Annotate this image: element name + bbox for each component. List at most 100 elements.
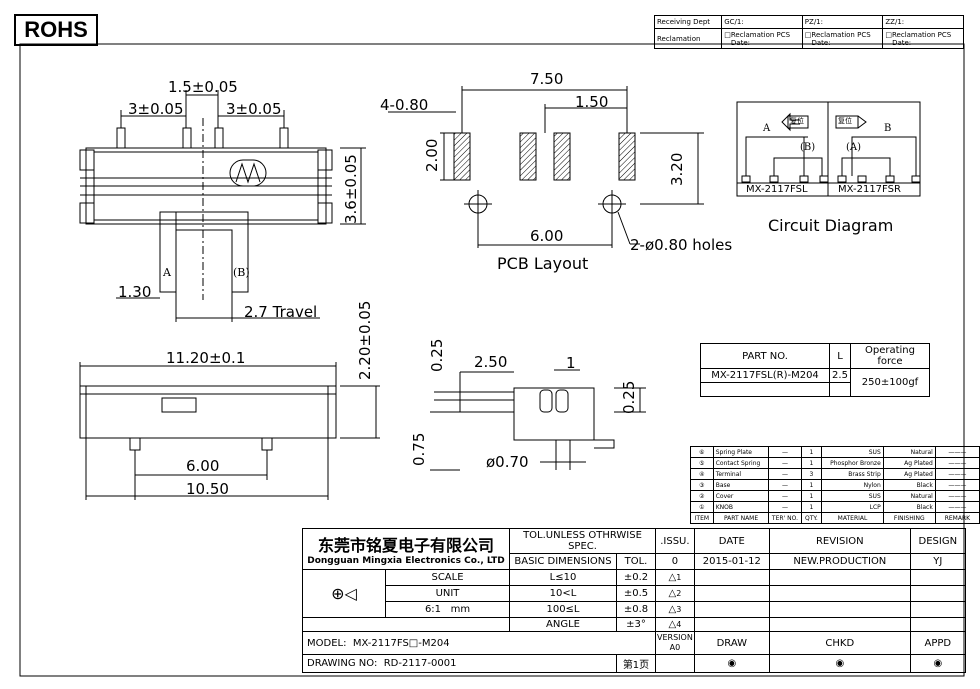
bom-cell: Brass Strip [821, 468, 884, 480]
pcb-dim-480: 4-0.80 [380, 96, 429, 114]
bom-cell: 1 [800, 446, 823, 458]
bom-h-mat: MATERIAL [821, 512, 884, 524]
bom-cell: — [768, 479, 802, 491]
tol-row1-range: L≤10 [509, 569, 617, 586]
end-dim-025b: 0.25 [620, 380, 638, 414]
bom-cell: ——— [934, 490, 980, 502]
tol-row3-range: 100≤L [509, 601, 617, 618]
side-dim-600: 6.00 [186, 457, 220, 475]
bom-cell: ④ [690, 468, 714, 480]
bom-cell: ——— [934, 501, 980, 513]
bom-cell: — [768, 446, 802, 458]
bom-h-rem: REMARK [934, 512, 980, 524]
title-block: 东莞市铭夏电子有限公司 Dongguan Mingxia Electronics… [302, 528, 966, 673]
bom-h-qty: QTY. [800, 512, 823, 524]
pcb-dim-600: 6.00 [530, 227, 564, 245]
end-dim-025a: 0.25 [428, 338, 446, 372]
bom-cell: ⑤ [690, 457, 714, 469]
rohs-badge: ROHS [14, 14, 98, 46]
circuit-title: Circuit Diagram [768, 216, 894, 235]
end-dim-075: 0.75 [410, 432, 428, 466]
bom-cell: ① [690, 501, 714, 513]
reset-left: 复位 [790, 117, 804, 125]
dim-3-right: 3±0.05 [226, 100, 282, 118]
design-value: YJ [909, 553, 966, 570]
chkd-stamp: ◉ [768, 654, 911, 673]
circuit-right-label: MX-2117FSR [838, 184, 901, 195]
part-table: PART NO. L Operating force MX-2117FSL(R)… [700, 343, 930, 397]
circuit-b: (B) [800, 142, 816, 153]
bom-cell: — [768, 468, 802, 480]
bom-cell: Nylon [821, 479, 884, 491]
part-no-header: PART NO. [700, 343, 830, 369]
bom-cell: 1 [800, 457, 823, 469]
side-dim-220: 2.20±0.05 [356, 300, 374, 380]
pcb-title: PCB Layout [497, 254, 589, 273]
force-header: Operating force [850, 343, 930, 369]
rev-header: REVISION [768, 528, 911, 554]
bom-cell: Contact Spring [712, 457, 770, 469]
dim-1-30: 1.30 [118, 283, 152, 301]
tol-row2-range: 10<L [509, 585, 617, 602]
pcb-dim-150: 1.50 [575, 93, 609, 111]
bom-cell: KNOB [712, 501, 770, 513]
tol-row4-range: ANGLE [509, 617, 617, 632]
company-en: Dongguan Mingxia Electronics Co., LTD [307, 556, 505, 566]
bom-cell: 3 [800, 468, 823, 480]
bom-h-ter: TER' NO. [768, 512, 802, 524]
part-no: MX-2117FSL(R)-M204 [700, 368, 830, 383]
bom-cell: Terminal [712, 468, 770, 480]
bom-cell: Black [882, 479, 936, 491]
bom-cell: Natural [882, 490, 936, 502]
bom-cell: ——— [934, 446, 980, 458]
tri-2: △2 [655, 585, 695, 602]
tol-row2-val: ±0.5 [616, 585, 656, 602]
pcb-dim-200: 2.00 [423, 138, 441, 172]
mark-a: A [163, 266, 171, 279]
tri-1: △1 [655, 569, 695, 586]
rev-value: NEW.PRODUCTION [768, 553, 911, 570]
mark-b: (B) [233, 266, 250, 279]
bom-cell: Cover [712, 490, 770, 502]
end-dim-1: 1 [566, 354, 576, 372]
appd-stamp: ◉ [909, 654, 966, 673]
bom-cell: Base [712, 479, 770, 491]
bom-cell: — [768, 501, 802, 513]
bom-cell: SUS [821, 490, 884, 502]
bom-cell: LCP [821, 501, 884, 513]
circuit-left-label: MX-2117FSL [746, 184, 808, 195]
tri-4: △4 [655, 617, 695, 632]
bom-cell: SUS [821, 446, 884, 458]
circuit-a2: (A) [846, 142, 862, 153]
bom-cell: ③ [690, 479, 714, 491]
dim-3-6: 3.6±0.05 [342, 154, 360, 224]
bom-cell: ⑥ [690, 446, 714, 458]
bom-h-fin: FINISHING [882, 512, 936, 524]
l-header: L [829, 343, 851, 369]
issu-0: 0 [655, 553, 695, 570]
design-header: DESIGN [909, 528, 966, 554]
bom-cell: Black [882, 501, 936, 513]
bom-cell: 1 [800, 501, 823, 513]
date-header: DATE [693, 528, 770, 554]
bom-cell: 1 [800, 490, 823, 502]
reset-right: 复位 [838, 117, 852, 125]
l-value: 2.5 [829, 368, 851, 383]
tri-3: △3 [655, 601, 695, 618]
bom-cell: 1 [800, 479, 823, 491]
dim-travel: 2.7 Travel [244, 303, 318, 321]
tol-row3-val: ±0.8 [616, 601, 656, 618]
basic-dim: BASIC DIMENSIONS [509, 553, 617, 570]
appd-header: APPD [909, 631, 966, 655]
draw-stamp: ◉ [693, 654, 770, 673]
bom-cell: ——— [934, 457, 980, 469]
unit-header: UNIT [385, 585, 510, 602]
tol-label: TOL. [616, 553, 656, 570]
bom-cell: ——— [934, 479, 980, 491]
bom-cell: Spring Plate [712, 446, 770, 458]
